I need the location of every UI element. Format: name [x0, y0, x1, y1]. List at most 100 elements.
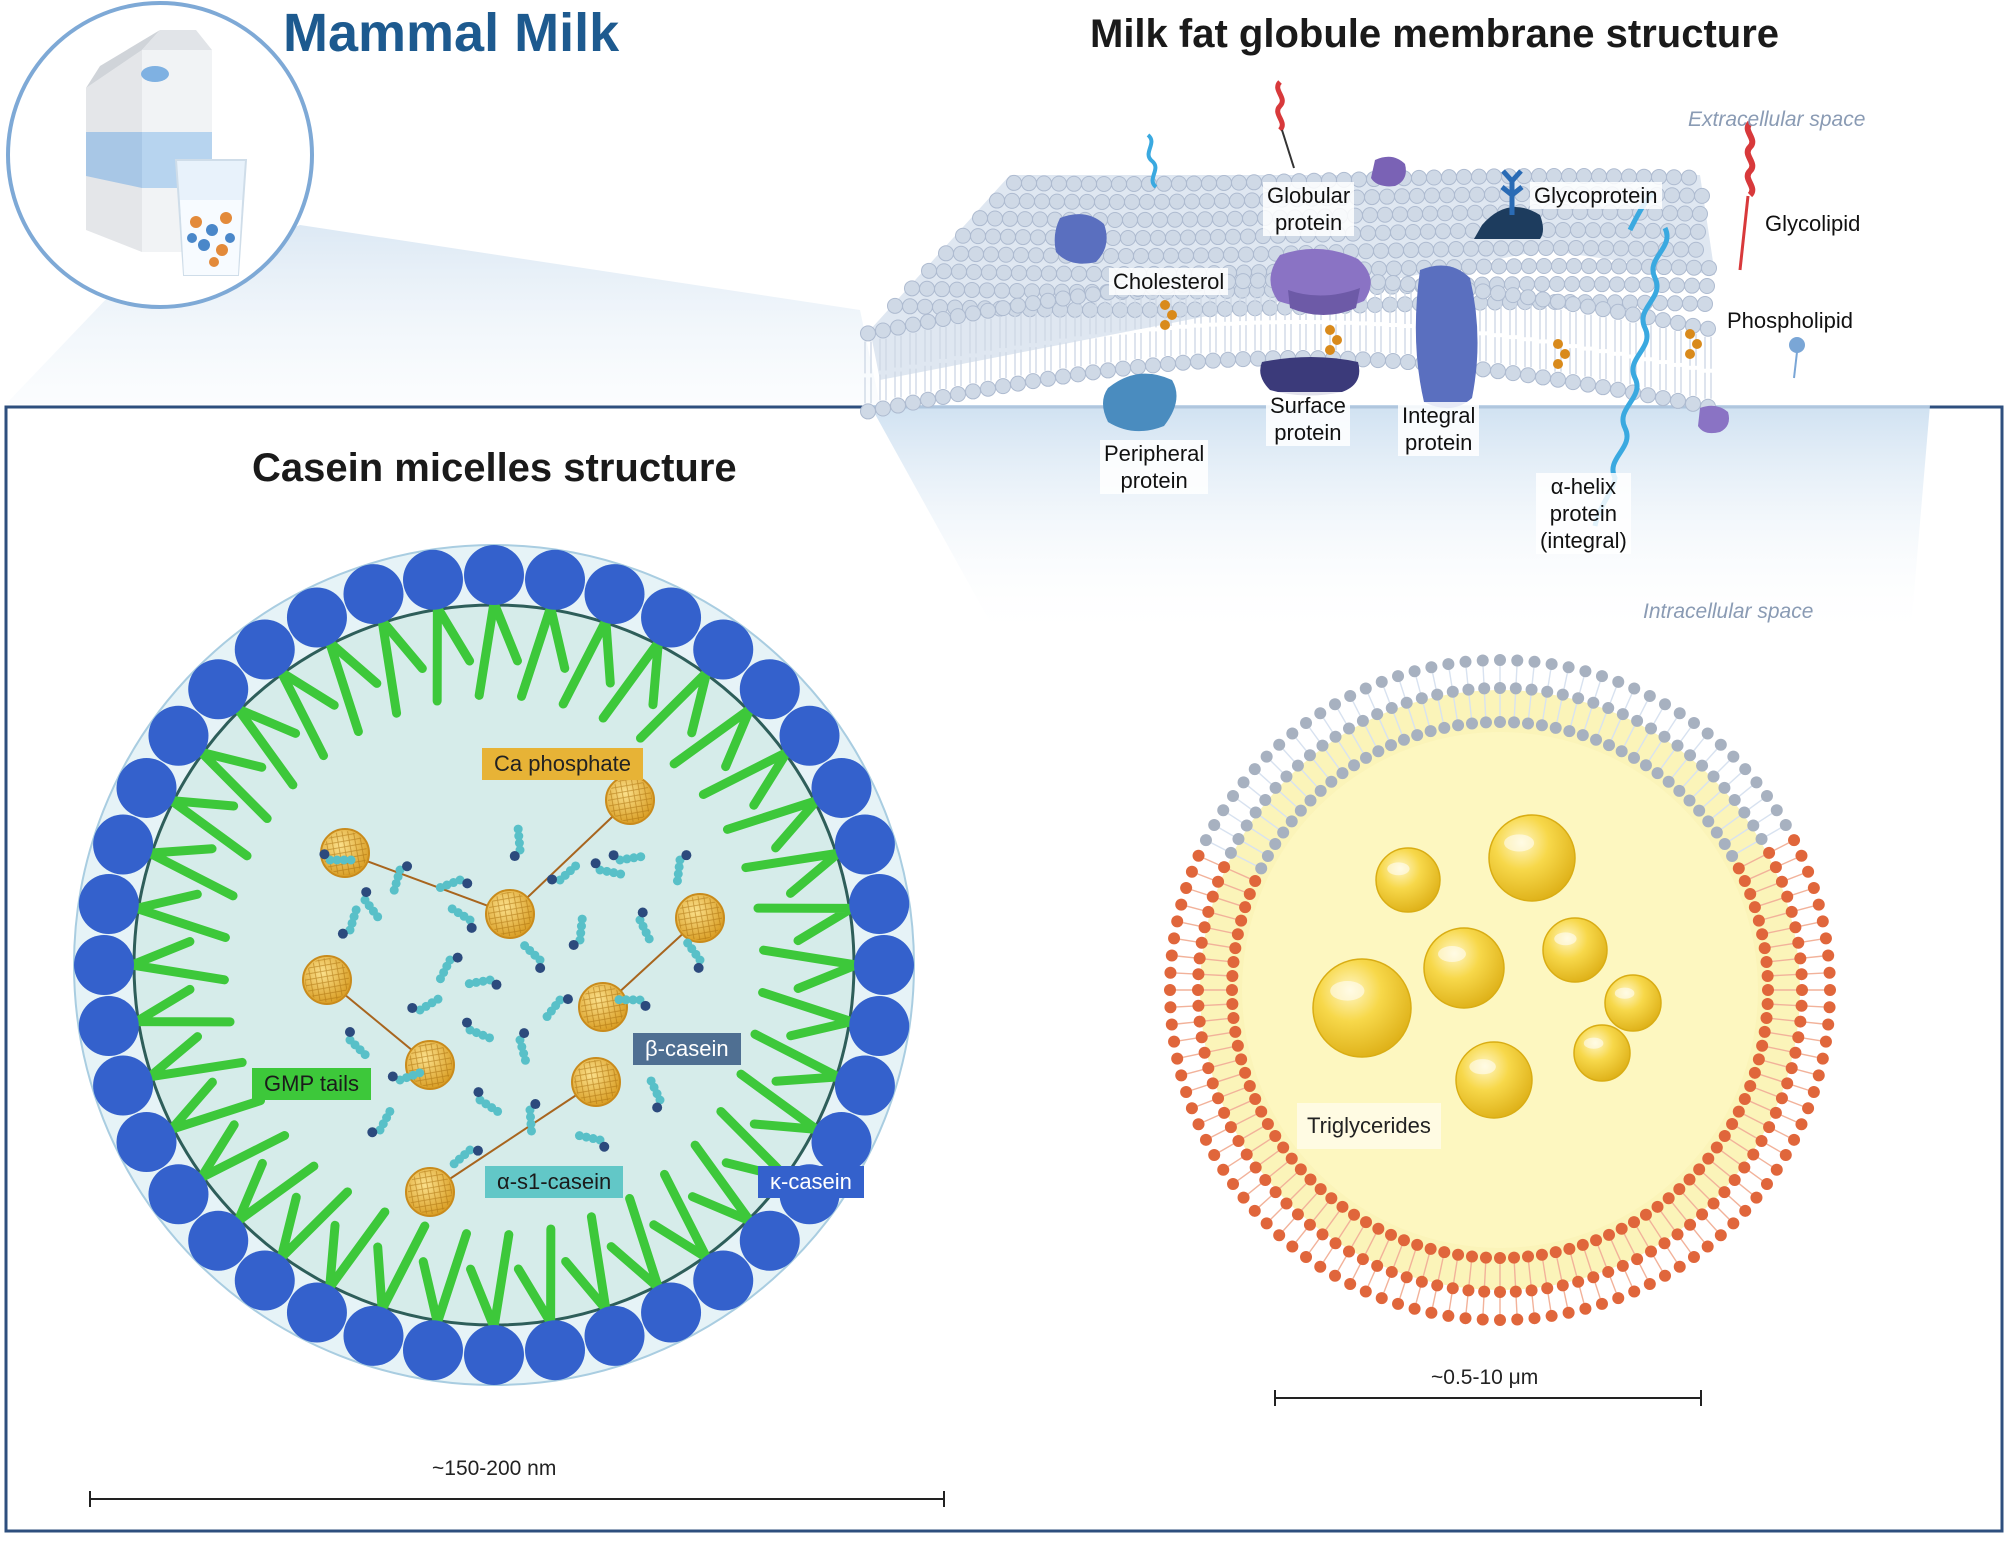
phospholipid-head	[1227, 1177, 1240, 1190]
phospholipid-head	[1041, 265, 1057, 282]
lipid-tail	[1287, 777, 1310, 800]
phospholipid-head	[1702, 815, 1715, 828]
intracellular-label: Intracellular space	[1643, 600, 1814, 623]
lipid-tail	[1718, 813, 1744, 832]
phospholipid-head	[1535, 291, 1551, 308]
phospholipid-head	[1595, 670, 1608, 683]
phospholipid-head	[919, 280, 935, 297]
phospholipid-head	[1520, 289, 1536, 306]
kappa-casein-head	[116, 1112, 177, 1173]
triglyceride-droplet	[1573, 1024, 1631, 1082]
phospholipid-head	[1681, 169, 1697, 186]
phospholipid-head	[1769, 1106, 1782, 1119]
phospholipid-head	[875, 322, 891, 339]
lipid-tail	[1349, 1223, 1366, 1251]
phospholipid-head	[1603, 1228, 1616, 1241]
lipid-tail	[1206, 1045, 1237, 1054]
phospholipid-head	[995, 378, 1011, 395]
phospholipid-head	[1748, 901, 1761, 914]
phospholipid-head	[1549, 721, 1562, 734]
phospholipid-head	[1491, 258, 1507, 275]
phospholipid-head	[1595, 1297, 1608, 1310]
kappa-casein-head	[78, 873, 139, 934]
lipid-tail	[1232, 853, 1260, 869]
phospholipid-head	[1373, 242, 1389, 259]
casein-bead	[514, 831, 524, 841]
phospholipid-head	[1692, 205, 1708, 222]
phospholipid-head	[1610, 381, 1626, 398]
phospholipid-head	[1165, 229, 1181, 246]
casein-bead	[517, 1042, 527, 1052]
phospholipid-head	[1260, 750, 1273, 763]
casein-phospho	[637, 907, 648, 918]
lipid-tail	[1555, 1253, 1564, 1284]
phospholipid-head	[1111, 175, 1127, 192]
casein-phospho	[337, 928, 348, 939]
casein-bead	[346, 855, 356, 865]
lipid-tail	[1756, 1072, 1786, 1084]
phospholipid-head	[1040, 370, 1056, 387]
phospholipid-head	[1212, 211, 1228, 228]
phospholipid-head	[938, 245, 954, 262]
phospholipid-head	[1348, 1208, 1361, 1221]
phospholipid-head	[1562, 1306, 1575, 1319]
phospholipid-head	[1572, 1275, 1585, 1288]
phospholipid-head	[1403, 242, 1419, 259]
kappa-casein-head	[148, 1164, 209, 1225]
casein-phospho	[652, 1102, 663, 1113]
phospholipid-head	[1796, 984, 1808, 996]
phospholipid-head	[1602, 702, 1615, 715]
phospholipid-head	[1694, 187, 1710, 204]
phospholipid-head	[1781, 890, 1794, 903]
phospholipid-head	[1277, 1141, 1290, 1154]
phospholipid-head	[1388, 242, 1404, 259]
lipid-tail	[1256, 1148, 1282, 1167]
phospholipid-head	[1511, 1313, 1524, 1326]
phospholipid-head	[1710, 1141, 1723, 1154]
phospholipid-head	[1229, 1025, 1242, 1038]
phospholipid-head	[1707, 1197, 1720, 1210]
kappa-casein-head	[402, 549, 463, 610]
phospholipid-head	[1360, 751, 1372, 764]
phospholipid-head	[1534, 276, 1550, 293]
phospholipid-head	[1555, 222, 1571, 239]
lipid-tail	[1467, 691, 1473, 722]
phospholipid-head	[1760, 790, 1773, 803]
phospholipid-head	[1565, 296, 1581, 313]
phospholipid-head	[1508, 1251, 1521, 1264]
phospholipid-head	[1280, 1197, 1293, 1210]
phospholipid-head	[1611, 258, 1627, 275]
phospholipid-head	[1394, 188, 1410, 205]
membrane-title: Milk fat globule membrane structure	[1090, 12, 1780, 56]
phospholipid-head	[1594, 276, 1610, 293]
phospholipid-head	[1208, 1149, 1221, 1161]
phospholipid-head	[1685, 395, 1701, 412]
lipid-tail	[1298, 766, 1320, 790]
lipid-tail	[1210, 1059, 1240, 1069]
lipid-tail	[1310, 1199, 1331, 1224]
phospholipid-head	[1762, 984, 1774, 996]
phospholipid-head	[1718, 1129, 1731, 1142]
glycolipid-label: Glycolipid	[1761, 210, 1865, 237]
phospholipid-head	[1565, 374, 1581, 391]
beta-casein-label: β-casein	[633, 1033, 741, 1065]
phospholipid-head	[1603, 739, 1616, 752]
phospholipid-head	[1714, 738, 1727, 751]
phospholipid-head	[1580, 376, 1596, 393]
phospholipid-head	[1375, 224, 1391, 241]
phospholipid-head	[1549, 1246, 1562, 1259]
phospholipid-head	[1788, 1133, 1801, 1146]
ca-phosphate-link	[509, 799, 631, 915]
phospholipid-head	[1180, 882, 1193, 895]
phospholipid-head	[1450, 223, 1466, 240]
casein-bead	[571, 861, 581, 871]
phospholipid-head	[1628, 751, 1640, 764]
phospholipid-head	[1568, 240, 1584, 257]
lipid-tail	[1609, 715, 1623, 744]
phospholipid-head	[1385, 1265, 1398, 1278]
phospholipid-head	[1655, 390, 1671, 407]
phospholipid-head	[1212, 1092, 1225, 1105]
phospholipid-head	[1237, 1191, 1250, 1204]
phospholipid-head	[1535, 1248, 1548, 1261]
